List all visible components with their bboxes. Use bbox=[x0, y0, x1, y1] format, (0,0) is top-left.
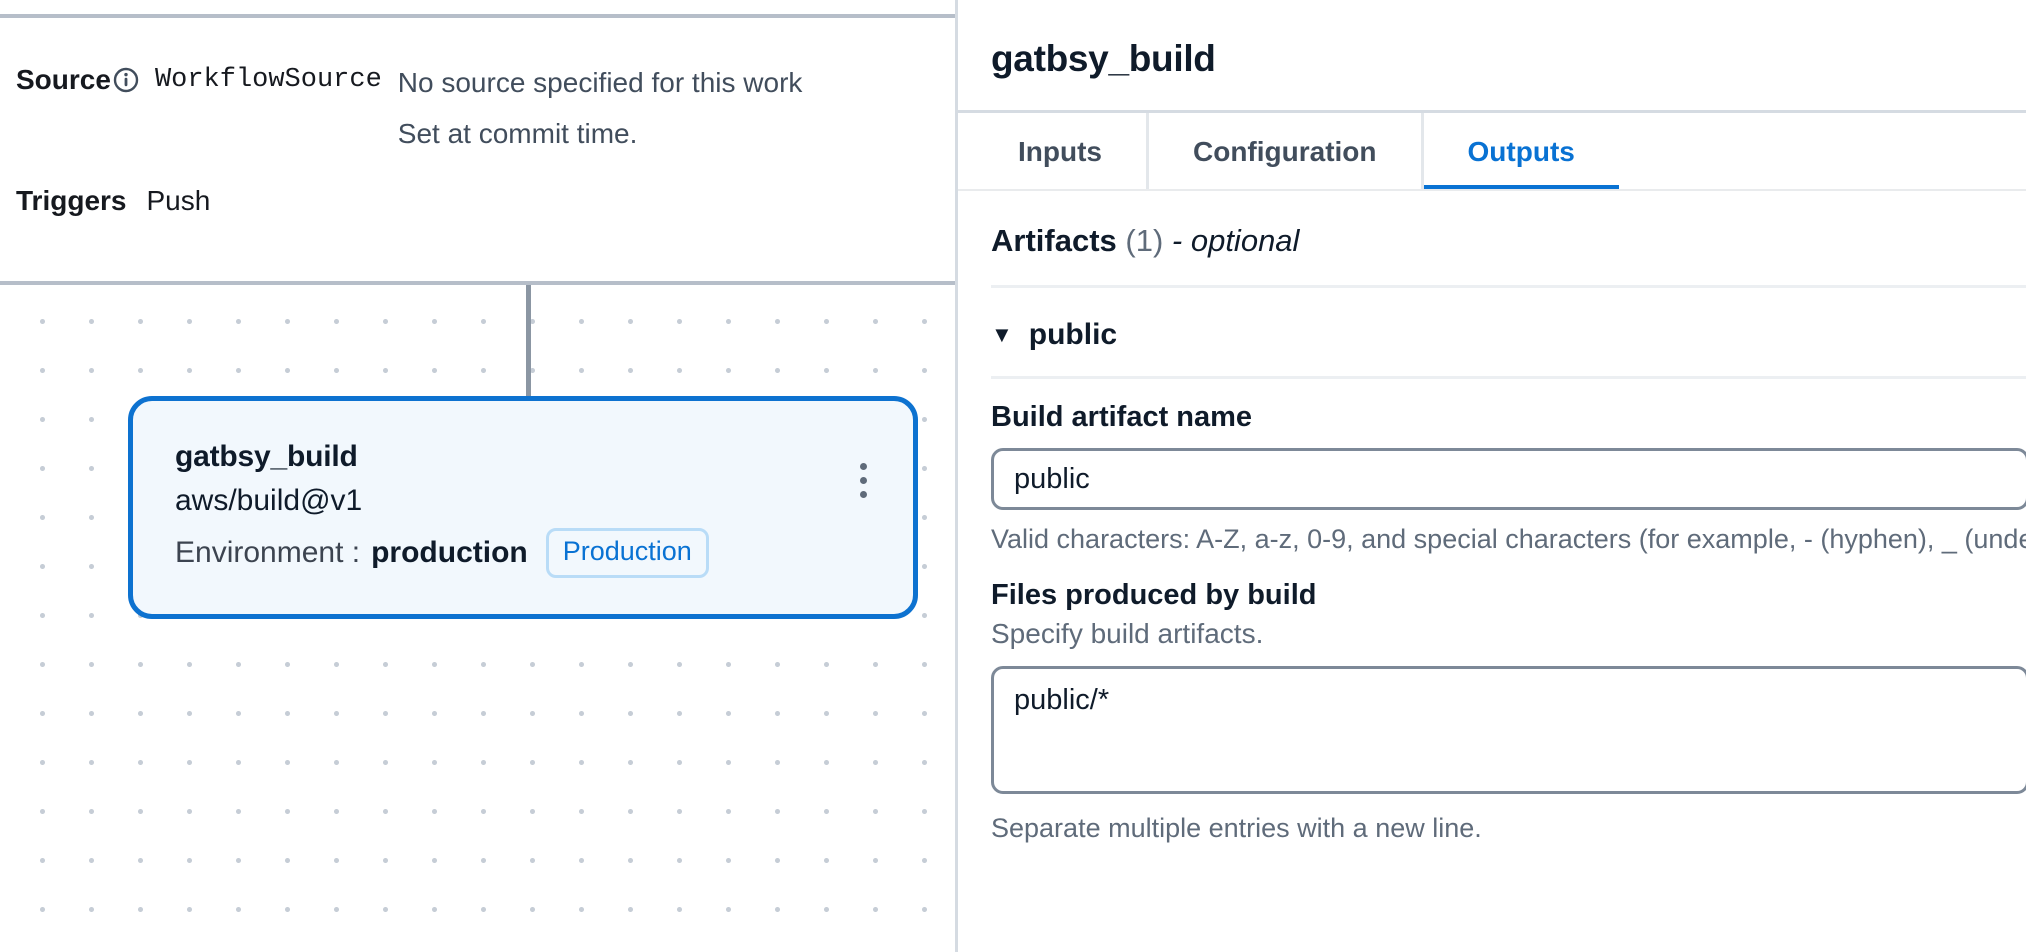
environment-badge[interactable]: Production bbox=[545, 528, 709, 578]
source-description-row2: Source WorkflowSource Set at commit time… bbox=[16, 111, 955, 156]
tab-configuration[interactable]: Configuration bbox=[1149, 113, 1424, 191]
build-artifact-name-input[interactable] bbox=[991, 448, 2026, 510]
node-connector-line bbox=[526, 285, 531, 400]
artifact-accordion-divider bbox=[991, 376, 2026, 379]
source-label: Source bbox=[16, 64, 111, 95]
artifacts-count: (1) bbox=[1125, 223, 1164, 258]
artifacts-heading-text: Artifacts bbox=[991, 223, 1117, 258]
field-build-artifact-name: Build artifact name Valid characters: A-… bbox=[991, 401, 2026, 557]
panel-tabs: Inputs Configuration Outputs bbox=[958, 113, 2026, 191]
tabs-underline bbox=[958, 189, 2026, 191]
kebab-dot bbox=[859, 491, 867, 498]
panel-body: Artifacts (1) - optional ▼ public Build … bbox=[958, 223, 2026, 847]
metadata-divider bbox=[0, 281, 955, 285]
node-title: gatbsy_build bbox=[175, 440, 358, 474]
files-produced-textarea[interactable] bbox=[991, 666, 2026, 795]
kebab-menu-icon[interactable] bbox=[831, 463, 895, 498]
triggers-row: Triggers Push bbox=[16, 181, 955, 222]
triggers-value: Push bbox=[146, 184, 211, 216]
artifact-accordion-title: public bbox=[1028, 318, 1118, 351]
artifacts-divider bbox=[991, 285, 2026, 288]
tab-outputs-label: Outputs bbox=[1467, 136, 1575, 167]
files-produced-help: Separate multiple entries with a new lin… bbox=[991, 813, 1482, 844]
caret-down-icon[interactable]: ▼ bbox=[991, 322, 1013, 347]
tab-inputs[interactable]: Inputs bbox=[958, 113, 1149, 191]
node-environment-value: production bbox=[371, 536, 528, 570]
tab-outputs[interactable]: Outputs bbox=[1423, 113, 1620, 191]
panel-title: gatbsy_build bbox=[991, 38, 1216, 79]
build-artifact-name-label: Build artifact name bbox=[991, 401, 1253, 433]
source-name: WorkflowSource bbox=[154, 65, 382, 95]
source-description-line1: No source specified for this work bbox=[397, 67, 803, 98]
source-row: Source WorkflowSource No source specifie… bbox=[16, 60, 955, 105]
workflow-metadata: Source WorkflowSource No source specifie… bbox=[0, 30, 955, 283]
artifacts-optional-tag: - optional bbox=[1171, 223, 1300, 258]
node-body: gatbsy_build aws/build@v1 Environment : … bbox=[133, 437, 831, 578]
artifacts-section-heading: Artifacts (1) - optional bbox=[991, 223, 2026, 259]
kebab-dot bbox=[859, 463, 867, 470]
build-artifact-name-help: Valid characters: A-Z, a-z, 0-9, and spe… bbox=[991, 524, 2026, 554]
node-action-id: aws/build@v1 bbox=[175, 484, 363, 518]
field-files-produced-by-build: Files produced by build Specify build ar… bbox=[991, 579, 2026, 846]
files-produced-label: Files produced by build bbox=[991, 579, 1317, 612]
kebab-dot bbox=[859, 477, 867, 484]
panel-header: gatbsy_build bbox=[958, 0, 2026, 113]
source-description-line2: Set at commit time. bbox=[397, 118, 638, 150]
node-environment-row: Environment : production Production bbox=[175, 528, 831, 578]
triggers-label: Triggers bbox=[16, 184, 127, 216]
info-circle-icon[interactable] bbox=[113, 67, 139, 93]
files-produced-description: Specify build artifacts. bbox=[991, 618, 1264, 650]
node-details-panel: gatbsy_build Inputs Configuration Output… bbox=[955, 0, 2026, 952]
workflow-canvas-pane: Source WorkflowSource No source specifie… bbox=[0, 0, 955, 952]
workflow-node-gatbsy-build[interactable]: gatbsy_build aws/build@v1 Environment : … bbox=[128, 396, 918, 619]
top-divider bbox=[0, 14, 955, 18]
node-canvas[interactable]: gatbsy_build aws/build@v1 Environment : … bbox=[0, 285, 955, 952]
node-environment-label: Environment : bbox=[175, 536, 361, 570]
artifact-accordion-public[interactable]: ▼ public bbox=[991, 318, 2026, 352]
tab-inputs-label: Inputs bbox=[1018, 136, 1102, 167]
tab-configuration-label: Configuration bbox=[1193, 136, 1377, 167]
